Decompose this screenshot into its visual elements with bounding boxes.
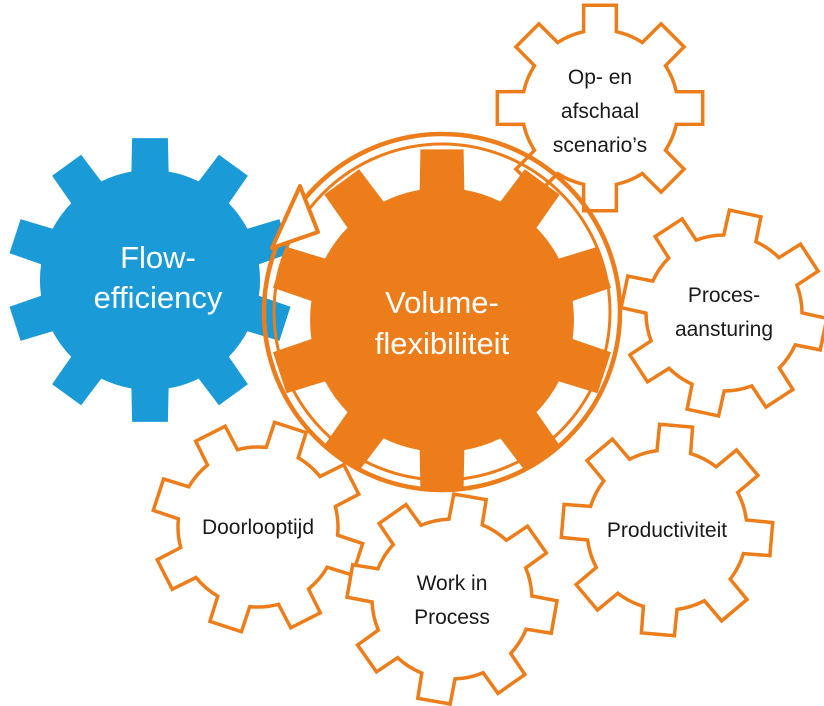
outline-gear-icon [559, 422, 775, 638]
gear-proces-aansturing: Proces- aansturing [619, 208, 824, 418]
orange-gear-icon [273, 149, 611, 491]
gear-label-line2: aansturing [675, 318, 773, 341]
gear-work-in-process: Work in Process [344, 491, 560, 706]
gear-label-line1: Op- en [568, 66, 632, 89]
gear-label-line1: Work in [417, 572, 488, 595]
gear-label-line2: efficiency [94, 280, 223, 315]
gear-label-line3: scenario’s [553, 134, 647, 157]
gear-label-line1: Doorlooptijd [202, 516, 314, 539]
gear-flow-efficiency: Flow- efficiency [9, 138, 291, 422]
gear-doorlooptijd: Doorlooptijd [151, 420, 365, 634]
gear-label-line1: Proces- [688, 284, 760, 307]
outline-gear-icon [619, 208, 824, 418]
gear-volume-flexibiliteit: Volume- flexibiliteit [273, 149, 611, 491]
gear-label-line2: afschaal [561, 100, 639, 123]
outline-gear-icon [495, 3, 705, 213]
outline-gear-icon [344, 491, 560, 706]
gear-label-line2: Process [414, 606, 490, 629]
gear-productiviteit: Productiviteit [559, 422, 775, 638]
gear-label-line1: Flow- [120, 240, 196, 275]
gear-op-afschaal: Op- en afschaal scenario’s [495, 3, 705, 213]
gear-label-line1: Volume- [385, 285, 499, 320]
gear-label-line2: flexibiliteit [375, 326, 510, 361]
outline-gear-icon [151, 420, 365, 634]
gear-label-line1: Productiviteit [607, 519, 727, 542]
blue-gear-icon [9, 138, 291, 422]
